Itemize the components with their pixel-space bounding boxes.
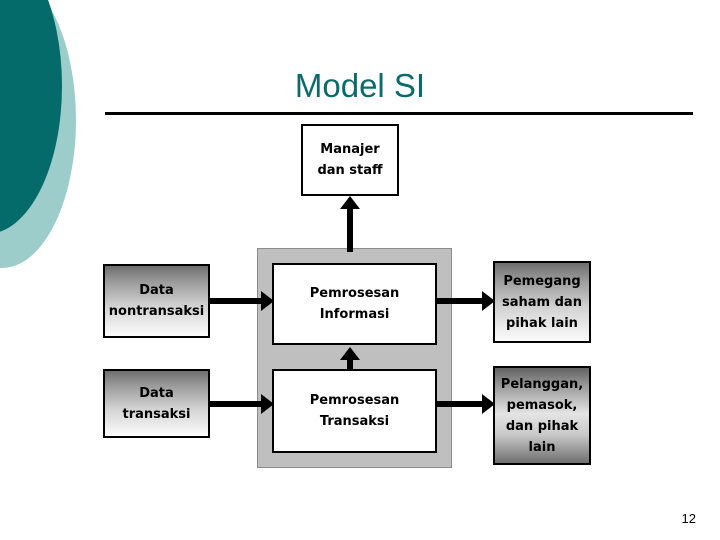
arrow-head	[261, 394, 274, 414]
arrow-head	[482, 291, 495, 311]
title-divider	[105, 112, 693, 115]
box-manajer-dan-staff: Manajer dan staff	[301, 124, 399, 196]
page-number: 12	[681, 511, 696, 526]
box-data-nontransaksi: Data nontransaksi	[103, 264, 210, 338]
box-data-transaksi: Data transaksi	[103, 369, 210, 438]
box-pemegang-saham-dan-pihak-lain: Pemegang saham dan pihak lain	[493, 261, 591, 343]
arrow-head	[340, 196, 360, 209]
arrow-right-data-transaksi-icon	[210, 394, 274, 414]
arrow-shaft	[437, 298, 483, 304]
arrow-shaft	[347, 357, 353, 371]
arrow-head	[261, 291, 274, 311]
arrow-head	[482, 394, 495, 414]
arrow-shaft	[210, 401, 262, 407]
box-pemrosesan-transaksi: Pemrosesan Transaksi	[272, 369, 437, 453]
arrow-right-data-nontransaksi-icon	[210, 291, 274, 311]
arrow-head	[340, 347, 360, 360]
arrow-shaft	[437, 401, 483, 407]
box-pemrosesan-informasi: Pemrosesan Informasi	[272, 263, 437, 345]
arrow-right-pelanggan-icon	[437, 394, 495, 414]
arrow-up-manajer-icon	[340, 196, 360, 252]
box-pelanggan-pemasok-dan-pihak-lain: Pelanggan, pemasok, dan pihak lain	[493, 366, 591, 465]
arrow-right-pemegang-saham-icon	[437, 291, 495, 311]
arrow-shaft	[347, 207, 353, 252]
slide-title: Model SI	[294, 67, 426, 104]
arrow-up-pemrosesan-informasi-icon	[340, 347, 360, 371]
arrow-shaft	[210, 298, 262, 304]
